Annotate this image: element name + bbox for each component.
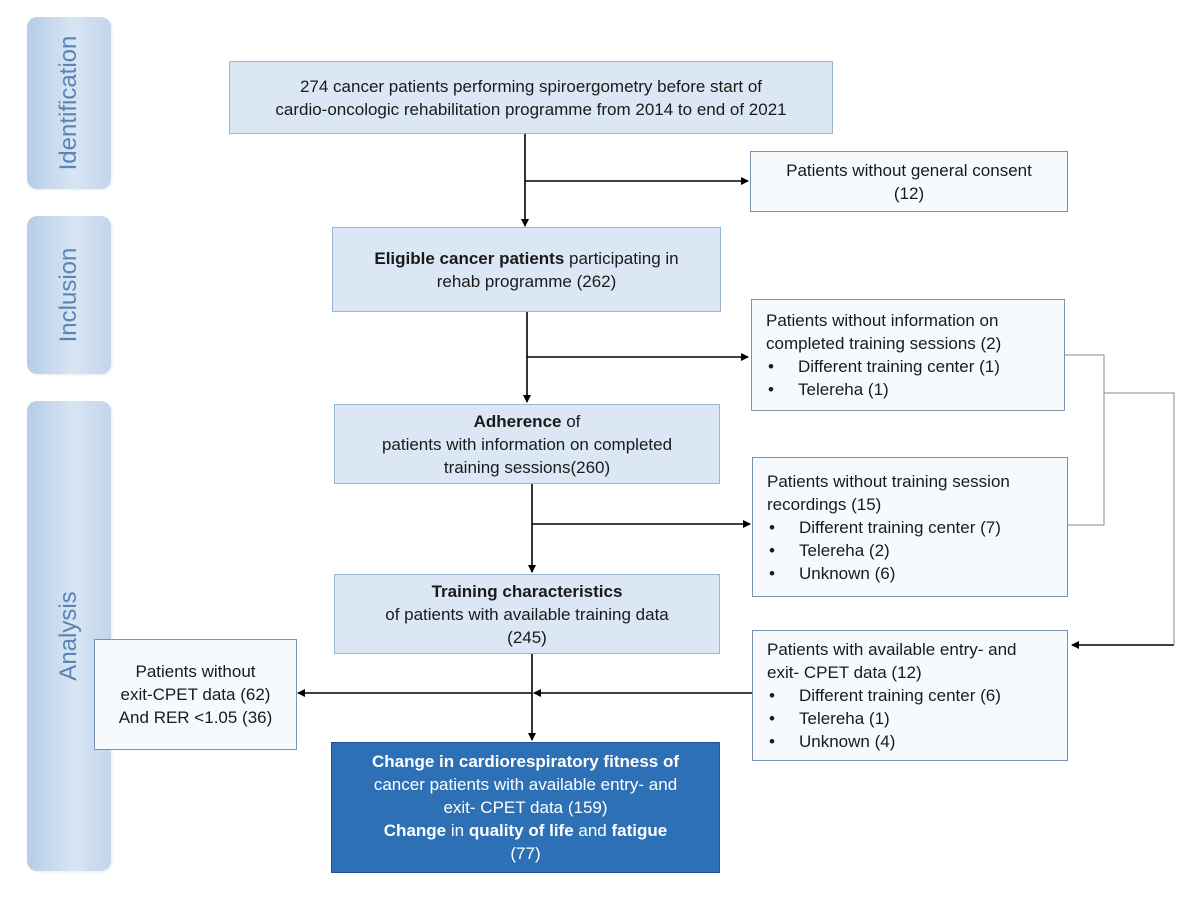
final-mid-in: in (446, 821, 469, 840)
box-start: 274 cancer patients performing spiroergo… (229, 61, 833, 134)
eligible-bold: Eligible cancer patients (374, 248, 565, 268)
eligible-line-2: rehab programme (262) (436, 271, 617, 291)
final-line-4: Change in quality of life and fatigue (384, 819, 667, 842)
adherence-line-3: training sessions(260) (443, 457, 611, 477)
no-info-bullets: Different training center (1) Telereha (… (766, 355, 1000, 401)
available-cpet-line-1: Patients with available entry- and (767, 640, 1017, 659)
box-training-characteristics: Training characteristics of patients wit… (334, 574, 720, 654)
no-recordings-bullet-item: Telereha (2) (767, 539, 1001, 562)
training-line-2: of patients with available training data (385, 604, 669, 624)
no-consent-line-2: (12) (893, 183, 925, 203)
no-info-line-1: Patients without information on (766, 311, 999, 330)
connector-merge-to-cpet (1104, 392, 1175, 645)
adherence-bold: Adherence (473, 411, 562, 431)
phase-analysis: Analysis (27, 401, 111, 871)
no-consent-line-1: Patients without general consent (786, 160, 1032, 180)
phase-identification: Identification (27, 17, 111, 189)
final-line-3: exit- CPET data (159) (443, 798, 608, 817)
no-recordings-bullet-item: Different training center (7) (767, 516, 1001, 539)
available-cpet-bullet-item: Unknown (4) (767, 730, 1001, 753)
no-recordings-line-1: Patients without training session (767, 471, 1010, 491)
final-bold-qol: quality of life (468, 821, 574, 840)
final-line-2: cancer patients with available entry- an… (373, 775, 678, 794)
box-no-recordings: Patients without training session record… (752, 457, 1068, 597)
final-line-5: (77) (510, 844, 541, 863)
no-recordings-bullets: Different training center (7) Telereha (… (767, 516, 1001, 585)
box-available-cpet: Patients with available entry- and exit-… (752, 630, 1068, 761)
no-info-bullet-item: Telereha (1) (766, 378, 1000, 401)
eligible-line-1: Eligible cancer patients participating i… (374, 247, 678, 270)
eligible-line-1-rest: participating in (564, 248, 679, 268)
final-bold-fatigue: fatigue (611, 821, 668, 840)
available-cpet-bullets: Different training center (6) Telereha (… (767, 684, 1001, 753)
no-info-line-2: completed training sessions (2) (766, 334, 1002, 353)
final-bold-change: Change (383, 821, 447, 840)
no-exit-line-1: Patients without (135, 662, 256, 681)
training-bold: Training characteristics (431, 581, 623, 601)
connector-no-recordings-merge (1068, 393, 1105, 526)
available-cpet-bullet-item: Different training center (6) (767, 684, 1001, 707)
phase-inclusion: Inclusion (27, 216, 111, 374)
box-adherence: Adherence of patients with information o… (334, 404, 720, 484)
adherence-line-2: patients with information on completed (381, 434, 673, 454)
training-line-3: (245) (507, 627, 547, 647)
no-exit-line-2: exit-CPET data (62) (120, 685, 271, 704)
no-recordings-bullet-item: Unknown (6) (767, 562, 1001, 585)
box-final-outcome: Change in cardiorespiratory fitness of c… (331, 742, 720, 873)
box-no-exit-cpet: Patients without exit-CPET data (62) And… (94, 639, 297, 750)
box-no-consent: Patients without general consent (12) (750, 151, 1068, 212)
box-no-information: Patients without information on complete… (751, 299, 1065, 411)
final-bold-1: Change in cardiorespiratory fitness of (371, 752, 679, 771)
available-cpet-bullet-item: Telereha (1) (767, 707, 1001, 730)
start-line-1: 274 cancer patients performing spiroergo… (299, 76, 763, 96)
no-exit-line-3: And RER <1.05 (36) (118, 708, 273, 727)
no-recordings-line-2: recordings (15) (767, 494, 882, 514)
connector-no-info-merge (1065, 354, 1105, 393)
no-info-bullet-item: Different training center (1) (766, 355, 1000, 378)
adherence-line-1-rest: of (561, 411, 581, 431)
adherence-line-1: Adherence of (474, 410, 581, 433)
final-mid-and: and (573, 821, 612, 840)
box-eligible: Eligible cancer patients participating i… (332, 227, 721, 312)
start-line-2: cardio-oncologic rehabilitation programm… (275, 99, 787, 119)
available-cpet-line-2: exit- CPET data (12) (767, 663, 922, 682)
